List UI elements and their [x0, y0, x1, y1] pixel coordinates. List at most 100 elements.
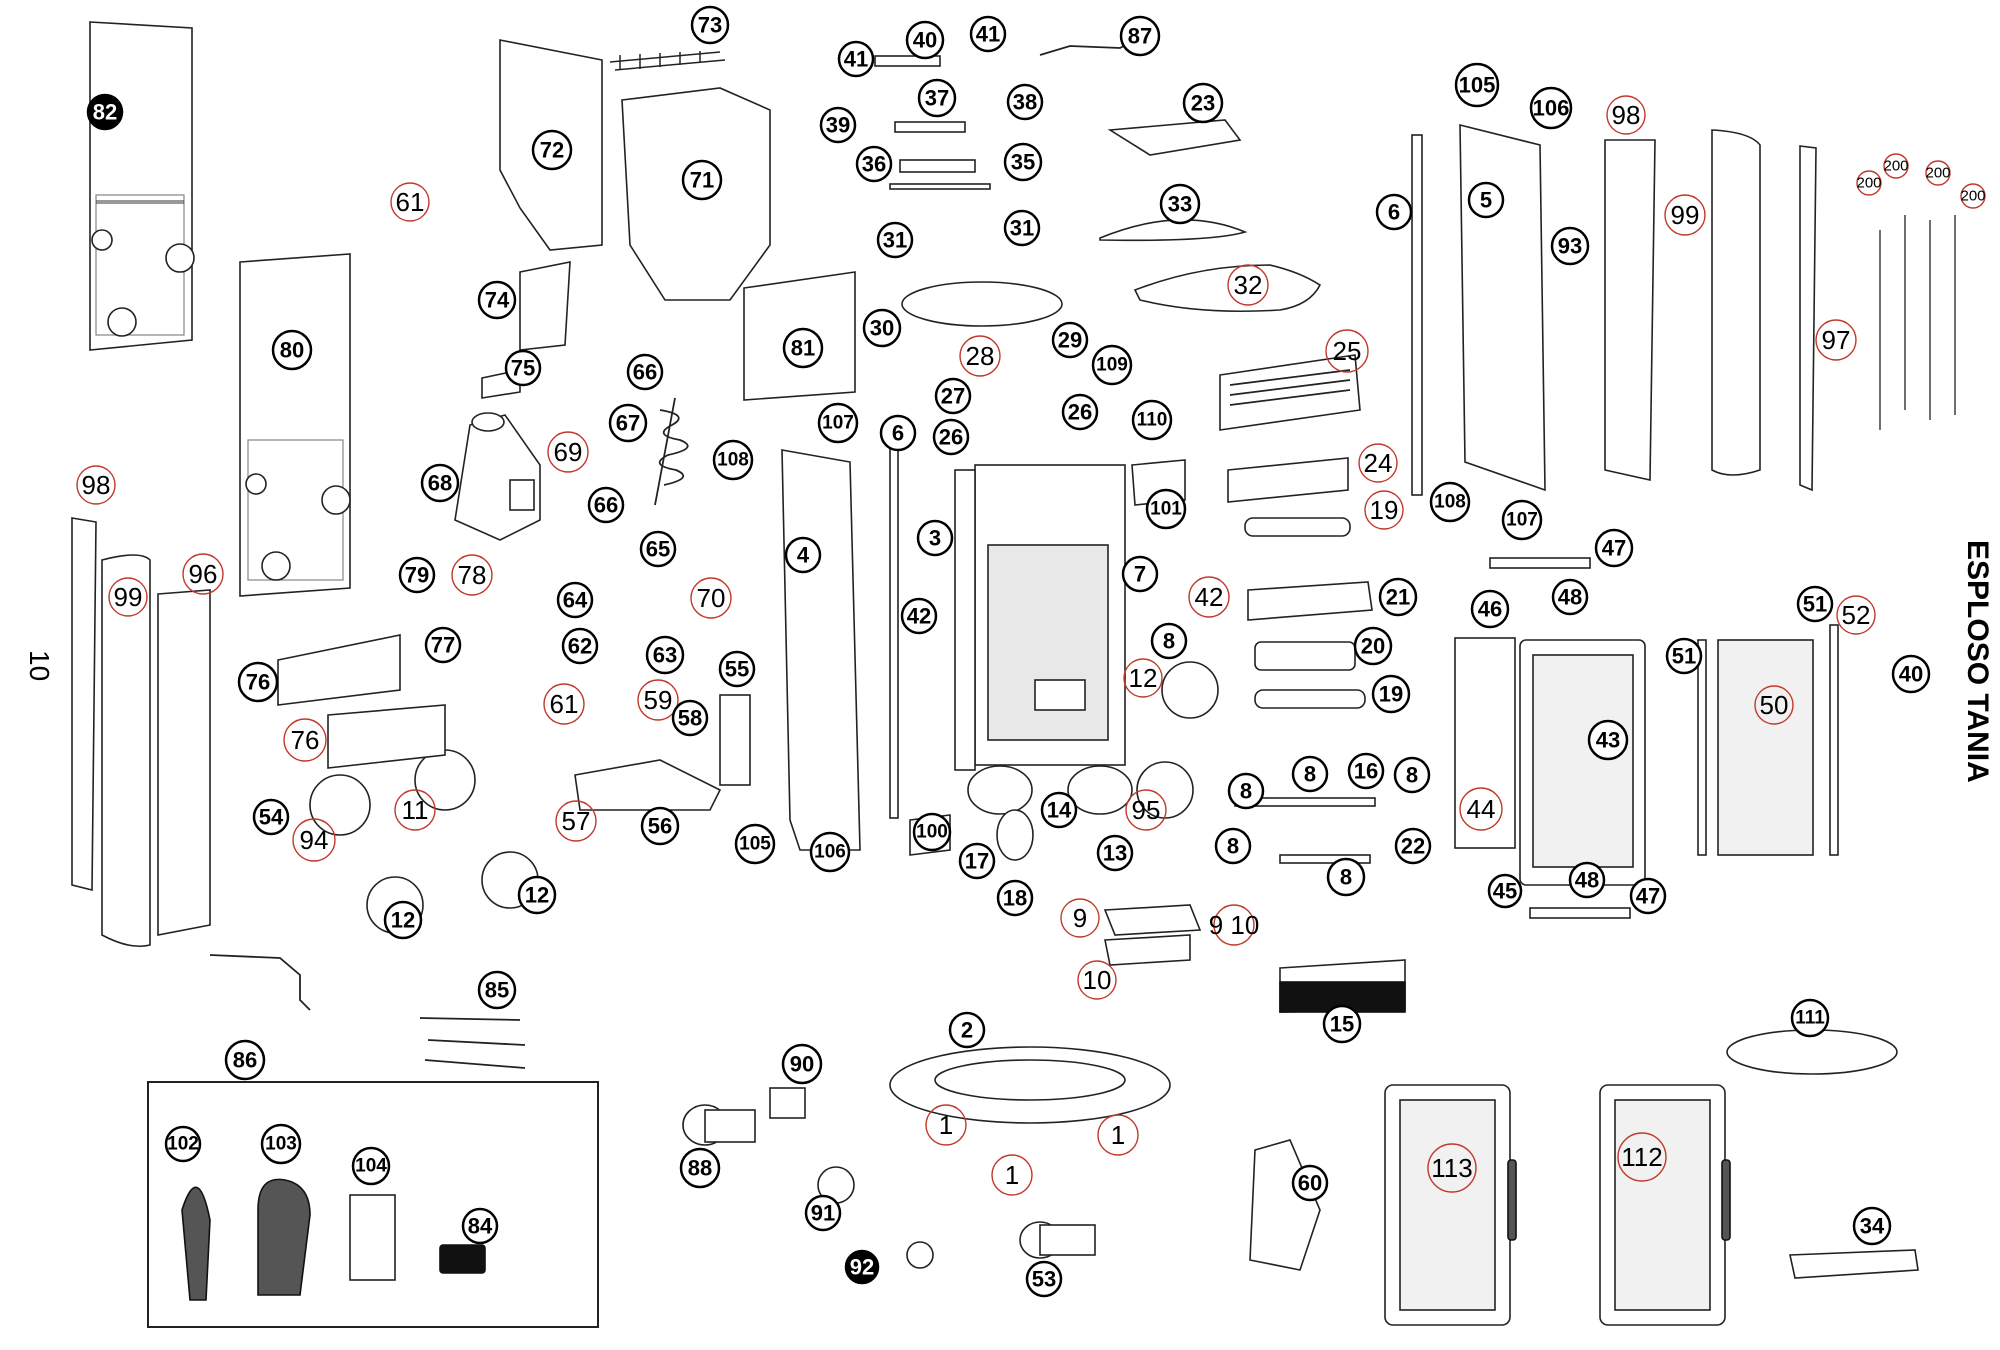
callout-number: 105 [739, 834, 771, 855]
callout-bubble [1291, 1164, 1329, 1202]
callout-40: 40 [905, 20, 945, 60]
callout-34: 34 [1852, 1206, 1892, 1246]
callout-number: 65 [646, 537, 670, 562]
part-strip-97 [1799, 145, 1817, 492]
part-top-ring-30 [901, 281, 1063, 327]
callout-bubble [1393, 756, 1431, 794]
callout-number: 45 [1493, 879, 1517, 904]
callout-bubble [531, 129, 573, 171]
callout-46: 46 [1470, 589, 1510, 629]
callout-bubble [1551, 578, 1589, 616]
callout-number: 3 [929, 526, 941, 551]
callout-bubble [1467, 181, 1505, 219]
part-door-112 [1599, 1084, 1731, 1326]
callout-98: 98 [1606, 95, 1646, 135]
callout-bubble [1188, 576, 1230, 618]
callout-number: 88 [688, 1156, 712, 1181]
callout-number: 200 [1960, 188, 1985, 205]
callout-bubble [1145, 488, 1187, 530]
callout-number: 57 [562, 806, 591, 836]
callout-number: 13 [1103, 841, 1127, 866]
callout-bubble [394, 789, 436, 831]
callout-15: 15 [1322, 1004, 1362, 1044]
callout-number: 71 [690, 168, 714, 193]
callout-bubble [917, 78, 957, 118]
callout-36: 36 [855, 145, 893, 183]
callout-bubble [959, 335, 1001, 377]
callout-number: 90 [790, 1052, 814, 1077]
callout-bubble [1925, 160, 1951, 186]
callout-55: 55 [718, 650, 756, 688]
callout-bubble [1182, 82, 1224, 124]
part-auger-motor-68 [454, 412, 541, 541]
callout-200: 200 [1883, 153, 1909, 179]
part-strip-51b [1829, 624, 1839, 856]
callout-68: 68 [420, 463, 460, 503]
callout-number: 56 [648, 814, 672, 839]
callout-82: 82 [86, 93, 124, 131]
callout-number: 6 [1388, 200, 1400, 225]
part-manual-104 [349, 1194, 396, 1281]
callout-bubble [1227, 264, 1269, 306]
part-cable-85c [424, 1059, 526, 1069]
callout-7: 7 [1121, 555, 1159, 593]
callout-48: 48 [1551, 578, 1589, 616]
part-strip-51a [1697, 639, 1707, 856]
callout-9: 9 [1060, 898, 1100, 938]
callout-72: 72 [531, 129, 573, 171]
callout-number: 1 [1111, 1120, 1125, 1150]
callout-6: 6 [1375, 193, 1413, 231]
callout-8: 8 [1291, 755, 1329, 793]
part-bar-24 [1227, 457, 1349, 503]
callout-61: 61 [390, 182, 430, 222]
callout-41: 41 [969, 15, 1007, 53]
callout-105: 105 [1454, 62, 1500, 108]
callout-bubble [1529, 86, 1573, 130]
callout-number: 80 [280, 338, 304, 363]
part-gasket-92 [906, 1241, 934, 1269]
callout-79: 79 [398, 556, 436, 594]
callout-60: 60 [1291, 1164, 1329, 1202]
callout-number: 72 [540, 138, 564, 163]
callout-number: 84 [468, 1214, 493, 1239]
callout-number: 95 [1132, 795, 1161, 825]
callout-number: 4 [797, 543, 810, 568]
callout-number: 19 [1370, 495, 1399, 525]
part-bar-47b [1529, 907, 1631, 919]
callout-bubble [1429, 481, 1471, 523]
callout-bubble [784, 536, 822, 574]
callout-54: 54 [252, 798, 290, 836]
callout-number: 12 [1129, 663, 1158, 693]
callout-77: 77 [424, 626, 462, 664]
callout-104: 104 [351, 1146, 391, 1186]
callout-number: 106 [814, 842, 846, 863]
callout-number: 70 [697, 583, 726, 613]
callout-bubble [1077, 960, 1117, 1000]
callout-48: 48 [1568, 861, 1606, 899]
callout-bubble [1815, 319, 1857, 361]
callout-bubble [912, 812, 952, 852]
callout-107: 107 [1501, 499, 1543, 541]
part-scraper-102 [181, 1186, 211, 1301]
callout-12: 12 [517, 875, 557, 915]
callout-number: 98 [1612, 100, 1641, 130]
part-frame-44 [1454, 637, 1516, 849]
callout-110: 110 [1131, 399, 1173, 441]
callout-bubble [1629, 877, 1667, 915]
callout-bubble [1664, 194, 1706, 236]
callout-bubble [1470, 589, 1510, 629]
callout-bubble [948, 1011, 986, 1049]
callout-number: 54 [259, 805, 284, 830]
callout-bubble [645, 635, 685, 675]
callout-29: 29 [1051, 321, 1089, 359]
callout-bubble [1836, 595, 1876, 635]
callout-8: 8 [1214, 827, 1252, 865]
part-side-profile-4 [781, 449, 861, 851]
part-rail-40 [874, 55, 941, 67]
callout-bubble [900, 597, 938, 635]
callout-bubble [1060, 898, 1100, 938]
accessories-box [147, 1081, 599, 1328]
part-stove-body-3 [954, 464, 1133, 815]
callout-bubble [1051, 321, 1089, 359]
callout-35: 35 [1003, 142, 1043, 182]
